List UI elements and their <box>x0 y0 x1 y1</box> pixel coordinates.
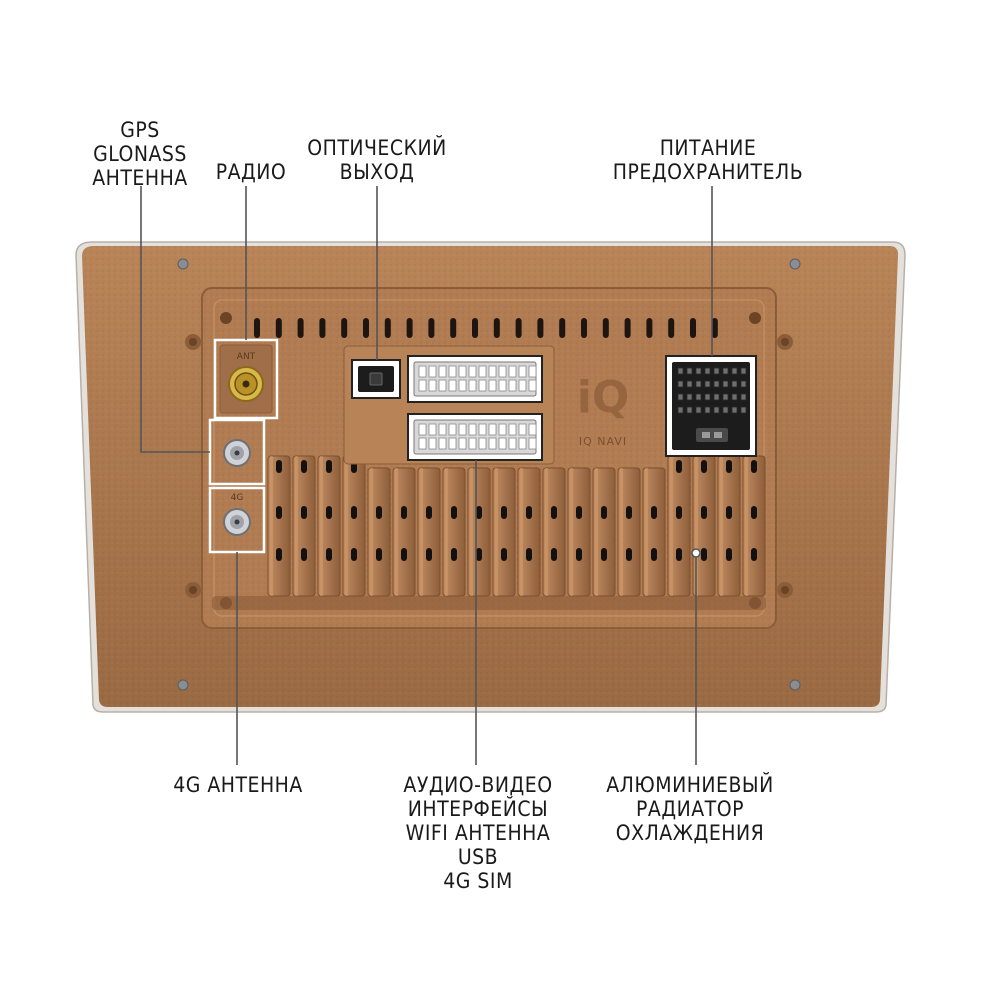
radiator-fin <box>717 455 741 597</box>
frame-screws <box>177 258 801 691</box>
optical-output-port <box>351 359 401 399</box>
label-4g-antenna: 4G АНТЕННА <box>158 773 318 797</box>
radiator-fins <box>267 455 766 597</box>
vent-slot <box>428 318 435 338</box>
vent-slot <box>472 318 478 338</box>
vent-slot <box>646 318 653 338</box>
label-line: ОПТИЧЕСКИЙ <box>307 136 447 160</box>
radiator-callout-dot <box>691 548 701 558</box>
vent-slot <box>515 318 522 338</box>
callout-lines <box>140 186 713 765</box>
label-aluminum-radiator: АЛЮМИНИЕВЫЙ РАДИАТОР ОХЛАЖДЕНИЯ <box>590 773 790 845</box>
vent-slot <box>363 318 369 338</box>
radiator-fin <box>342 455 366 597</box>
label-line: ПРЕДОХРАНИТЕЛЬ <box>612 160 804 184</box>
screw <box>177 258 189 270</box>
radiator-fin <box>517 467 541 597</box>
screw <box>177 679 189 691</box>
radio-antenna-port: ANT <box>219 344 273 414</box>
label-line: ВЫХОД <box>339 160 415 184</box>
label-line: 4G АНТЕННА <box>173 773 303 797</box>
iq-navi-logo: iQ IQ NAVI <box>577 372 630 448</box>
vent-slot <box>275 318 282 338</box>
label-line: WIFI АНТЕННА <box>405 821 551 845</box>
radiator-fin <box>567 467 591 597</box>
label-line: GLONASS <box>93 142 187 166</box>
vent-slot <box>602 318 609 338</box>
vent-slot <box>319 318 326 338</box>
power-connector <box>665 355 757 457</box>
vent-slot <box>668 318 675 338</box>
ant-label: ANT <box>237 352 256 362</box>
label-line: АУДИО-ВИДЕО <box>403 773 553 797</box>
radiator-fin <box>617 467 641 597</box>
radiator-fin <box>292 455 316 597</box>
radiator-fin <box>642 467 666 597</box>
label-gps-glonass-antenna: GPS GLONASS АНТЕННА <box>85 118 195 190</box>
vent-slot <box>450 318 457 338</box>
radiator-fin <box>692 455 716 597</box>
gps-antenna-port <box>223 439 251 467</box>
av-connector-top <box>407 355 543 403</box>
label-line: АЛЮМИНИЕВЫЙ <box>606 773 774 797</box>
label-radio: РАДИО <box>208 160 294 184</box>
radiator-fin <box>667 455 691 597</box>
vent-slot <box>581 318 587 338</box>
screw <box>789 679 801 691</box>
label-line: ОХЛАЖДЕНИЯ <box>615 821 765 845</box>
vent-slot <box>406 318 413 338</box>
gps-leader-line <box>140 186 210 453</box>
vent-slot <box>493 318 500 338</box>
label-line: АНТЕННА <box>92 166 188 190</box>
radiator-fin <box>267 455 291 597</box>
radiator-fin <box>417 467 441 597</box>
radiator-fin <box>492 467 516 597</box>
label-av-interfaces: АУДИО-ВИДЕО ИНТЕРФЕЙСЫ WIFI АНТЕННА USB … <box>383 773 573 893</box>
label-line: РАДИО <box>215 160 287 184</box>
4g-antenna-port: 4G <box>223 493 251 536</box>
top-vent-slots <box>254 318 718 338</box>
screw <box>789 258 801 270</box>
radiator-fin <box>592 467 616 597</box>
radiator-fin <box>317 455 341 597</box>
bottom-groove <box>212 596 766 610</box>
vent-slot <box>254 318 260 338</box>
vent-slot <box>341 318 348 338</box>
radiator-fin <box>742 455 766 597</box>
vent-slot <box>537 318 544 338</box>
vent-slot <box>297 318 304 338</box>
label-line: ИНТЕРФЕЙСЫ <box>407 797 549 821</box>
vent-slot <box>559 318 566 338</box>
label-line: GPS <box>120 118 160 142</box>
vent-slot <box>690 318 696 338</box>
4g-port-label: 4G <box>231 493 244 503</box>
label-optical-output: ОПТИЧЕСКИЙ ВЫХОД <box>292 136 462 184</box>
label-line: 4G SIM <box>443 869 513 893</box>
radiator-fin <box>367 467 391 597</box>
vent-slot <box>384 318 391 338</box>
label-power-fuse: ПИТАНИЕ ПРЕДОХРАНИТЕЛЬ <box>588 136 828 184</box>
radiator-fin <box>542 467 566 597</box>
radiator-fin <box>392 467 416 597</box>
label-line: ПИТАНИЕ <box>659 136 757 160</box>
av-connector-bottom <box>407 413 543 461</box>
label-line: РАДИАТОР <box>636 797 744 821</box>
logo-text: IQ NAVI <box>579 435 627 448</box>
label-line: USB <box>457 845 499 869</box>
logo-mark: iQ <box>577 372 630 423</box>
radiator-fin <box>467 467 491 597</box>
vent-slot <box>624 318 631 338</box>
radiator-fin <box>442 467 466 597</box>
vent-slot <box>711 318 718 338</box>
